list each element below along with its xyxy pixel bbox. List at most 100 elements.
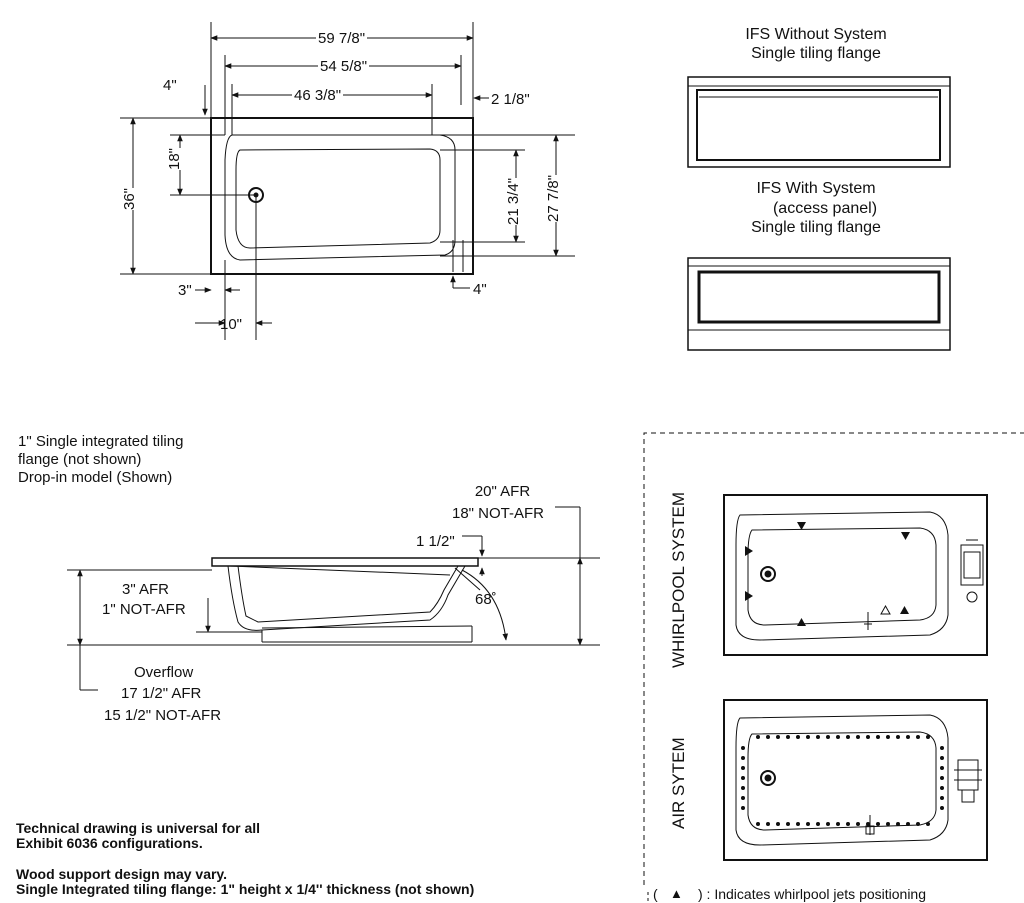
air-jet-dot	[836, 735, 840, 739]
air-jet-dot	[866, 822, 870, 826]
dim-left-offset: 4"	[163, 77, 177, 94]
air-jet-dot	[816, 822, 820, 826]
air-jet-dot	[886, 822, 890, 826]
dim-inner-width: 27 7/8"	[545, 174, 563, 222]
air-jet-dot	[916, 822, 920, 826]
air-jet-dot	[940, 756, 944, 760]
air-jet-dot	[741, 796, 745, 800]
section-note-1: 1" Single integrated tiling	[18, 433, 184, 450]
ifs-with-flange: Single tiling flange	[751, 219, 881, 236]
air-jet-dot	[826, 735, 830, 739]
ifs-without-subtitle: Single tiling flange	[751, 45, 881, 62]
air-jet-dot	[916, 735, 920, 739]
plan-tub-outline	[210, 117, 474, 275]
section-view	[67, 506, 600, 691]
dim-basin-width: 21 3/4"	[505, 177, 523, 225]
air-jet-dot	[876, 822, 880, 826]
overflow-title: Overflow	[134, 664, 194, 681]
section-angle: 68˚	[475, 591, 497, 608]
note-line-4: Single Integrated tiling flange: 1" heig…	[16, 881, 475, 897]
section-note-3: Drop-in model (Shown)	[18, 469, 173, 486]
air-jet-dot	[796, 735, 800, 739]
ifs-with-system-drawing	[687, 257, 951, 351]
air-jet-dot	[856, 822, 860, 826]
air-jet-dot	[896, 822, 900, 826]
ifs-without-system-drawing	[687, 76, 951, 168]
air-drain-icon	[760, 770, 776, 786]
air-jet-dot	[940, 766, 944, 770]
air-jet-dot	[756, 735, 760, 739]
legend-open: (	[653, 886, 658, 902]
air-jet-dot	[766, 735, 770, 739]
dim-drain-offset-w: 10"	[220, 316, 243, 333]
dim-right-offset: 2 1/8"	[491, 91, 530, 108]
air-jet-dot	[741, 756, 745, 760]
dim-right-rim: 4"	[473, 281, 487, 298]
air-jet-dot	[741, 786, 745, 790]
note-line-1: Technical drawing is universal for all	[16, 820, 261, 836]
air-jet-dot	[796, 822, 800, 826]
air-jet-dot	[806, 735, 810, 739]
note-line-2: Exhibit 6036 configurations.	[16, 835, 203, 851]
air-jet-dot	[776, 822, 780, 826]
whirlpool-tub-drawing	[723, 494, 988, 656]
dim-overall-length: 59 7/8"	[316, 30, 368, 48]
whirlpool-jet-icons	[745, 522, 910, 626]
air-jet-dot	[926, 822, 930, 826]
whirlpool-system-label: WHIRLPOOL SYSTEM	[669, 491, 688, 668]
section-base-afr: 3" AFR	[122, 581, 170, 598]
air-jet-dot	[776, 735, 780, 739]
dim-left-rim: 3"	[178, 282, 192, 299]
air-jet-dot	[836, 822, 840, 826]
dim-drain-offset-h: 18"	[166, 147, 184, 170]
section-height-not-afr: 18" NOT-AFR	[452, 505, 545, 522]
air-jet-dot	[940, 806, 944, 810]
air-jet-dot	[906, 735, 910, 739]
air-jet-dot	[940, 786, 944, 790]
air-jet-dot	[940, 746, 944, 750]
overflow-afr: 17 1/2" AFR	[121, 685, 202, 702]
air-jet-dot	[940, 776, 944, 780]
air-jet-dot	[940, 796, 944, 800]
air-jet-dot	[741, 766, 745, 770]
section-note-2: flange (not shown)	[18, 451, 142, 468]
legend-triangle-icon: ▲	[670, 886, 683, 901]
air-blower-icon	[954, 759, 982, 803]
air-jet-dot	[876, 735, 880, 739]
dim-basin-length: 46 3/8"	[292, 87, 344, 105]
section-base-not-afr: 1" NOT-AFR	[102, 601, 186, 618]
air-jet-dot	[866, 735, 870, 739]
ifs-with-subtitle: (access panel)	[772, 200, 878, 217]
dim-inner-length: 54 5/8"	[318, 58, 370, 76]
overflow-not-afr: 15 1/2" NOT-AFR	[104, 707, 222, 724]
air-jet-dot	[816, 735, 820, 739]
air-jet-dot	[846, 822, 850, 826]
air-jet-dot	[786, 735, 790, 739]
whirlpool-pump-icon	[960, 539, 984, 603]
air-jet-dot	[786, 822, 790, 826]
air-jet-dot	[926, 735, 930, 739]
systems-panel	[643, 432, 1024, 903]
air-jet-dot	[886, 735, 890, 739]
air-jet-dot	[896, 735, 900, 739]
section-height-afr: 20" AFR	[474, 483, 531, 500]
whirlpool-drain-icon	[760, 566, 776, 582]
air-jet-dot	[741, 746, 745, 750]
plan-basin-outline	[224, 134, 456, 261]
air-jet-dot	[766, 822, 770, 826]
legend-text: ) : Indicates whirlpool jets positioning	[698, 886, 927, 902]
ifs-with-title: IFS With System	[756, 180, 876, 197]
air-jet-dots	[741, 735, 944, 826]
ifs-without-title: IFS Without System	[745, 26, 887, 43]
air-jet-dot	[906, 822, 910, 826]
air-system-label: AIR SYTEM	[669, 737, 688, 829]
air-jet-dot	[806, 822, 810, 826]
air-jet-dot	[826, 822, 830, 826]
air-jet-dot	[756, 822, 760, 826]
air-jet-dot	[856, 735, 860, 739]
section-rim-height: 1 1/2"	[416, 533, 455, 550]
note-line-3: Wood support design may vary.	[16, 866, 228, 882]
dim-overall-width: 36"	[121, 187, 139, 210]
